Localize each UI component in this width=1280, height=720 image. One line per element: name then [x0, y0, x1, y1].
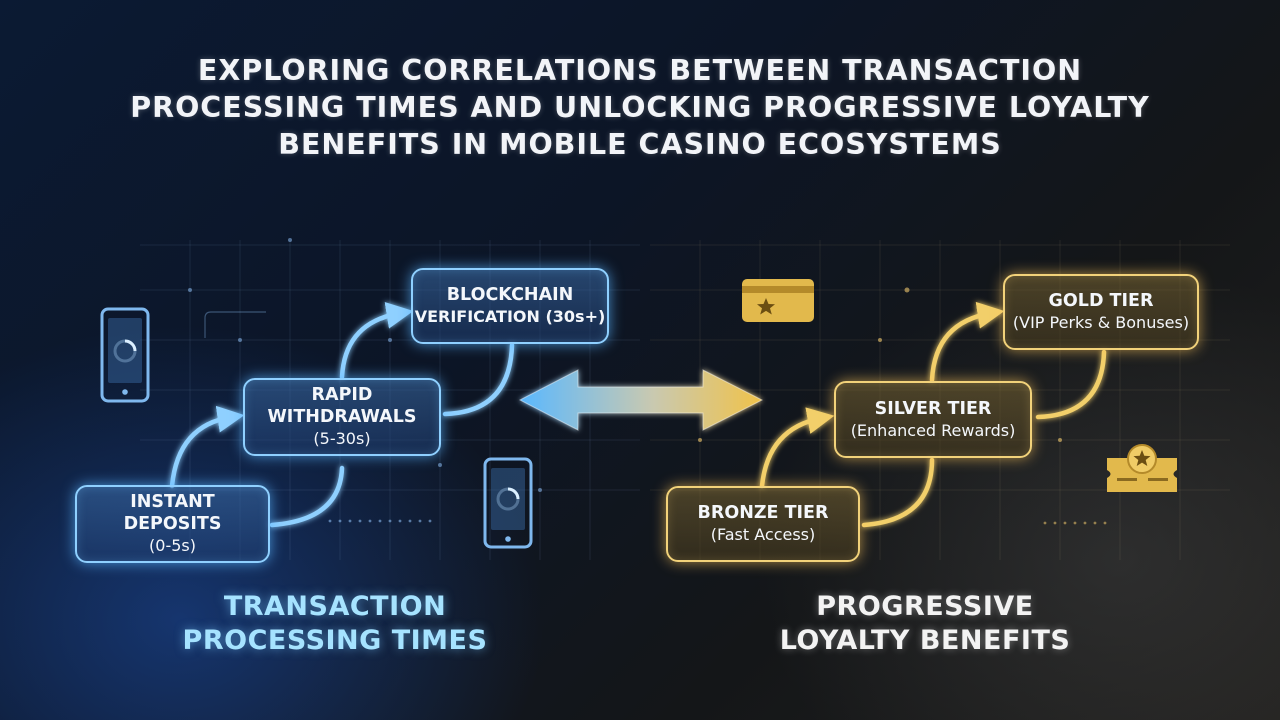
node-blockchain-verification: BLOCKCHAIN VERIFICATION (30s+) — [411, 268, 609, 344]
title-line: BENEFITS IN MOBILE CASINO ECOSYSTEMS — [278, 128, 1002, 161]
right-connectors — [759, 301, 1107, 528]
section-heading-line: LOYALTY BENEFITS — [779, 625, 1071, 656]
node-label: WITHDRAWALS — [267, 407, 417, 427]
node-label: BLOCKCHAIN — [446, 285, 574, 305]
node-sub: (0-5s) — [149, 536, 196, 555]
node-bronze-tier: BRONZE TIER (Fast Access) — [666, 486, 860, 562]
vip-ticket-icon — [1107, 444, 1177, 492]
smartphone-loading-icon — [483, 457, 533, 549]
node-label: INSTANT — [130, 492, 215, 512]
node-sub: (Fast Access) — [710, 525, 816, 544]
node-sub: (5-30s) — [313, 429, 371, 448]
smartphone-loading-icon — [100, 307, 150, 403]
node-silver-tier: SILVER TIER (Enhanced Rewards) — [834, 381, 1032, 458]
section-heading-line: TRANSACTION — [223, 591, 447, 622]
node-label: BRONZE TIER — [697, 503, 829, 523]
node-gold-tier: GOLD TIER (VIP Perks & Bonuses) — [1003, 274, 1199, 350]
double-arrow-icon — [518, 369, 764, 431]
node-sub: (Enhanced Rewards) — [850, 420, 1016, 440]
node-label: GOLD TIER — [1048, 291, 1154, 311]
section-heading-line: PROGRESSIVE — [816, 591, 1034, 622]
node-rapid-withdrawals: RAPID WITHDRAWALS (5-30s) — [243, 378, 441, 456]
title-line: PROCESSING TIMES AND UNLOCKING PROGRESSI… — [130, 91, 1150, 124]
page-title: EXPLORING CORRELATIONS BETWEEN TRANSACTI… — [0, 52, 1280, 163]
section-heading-line: PROCESSING TIMES — [182, 625, 488, 656]
node-label: RAPID — [311, 385, 373, 405]
node-label: SILVER TIER — [874, 398, 992, 419]
node-label: DEPOSITS — [123, 514, 222, 534]
title-line: EXPLORING CORRELATIONS BETWEEN TRANSACTI… — [197, 54, 1083, 87]
node-sub: VERIFICATION (30s+) — [414, 307, 606, 326]
node-sub: (VIP Perks & Bonuses) — [1012, 313, 1190, 332]
section-heading-loyalty: PROGRESSIVE LOYALTY BENEFITS — [730, 590, 1120, 658]
left-connectors — [169, 301, 515, 528]
section-heading-transaction: TRANSACTION PROCESSING TIMES — [140, 590, 530, 658]
node-instant-deposits: INSTANT DEPOSITS (0-5s) — [75, 485, 270, 563]
vip-card-icon — [742, 279, 814, 322]
